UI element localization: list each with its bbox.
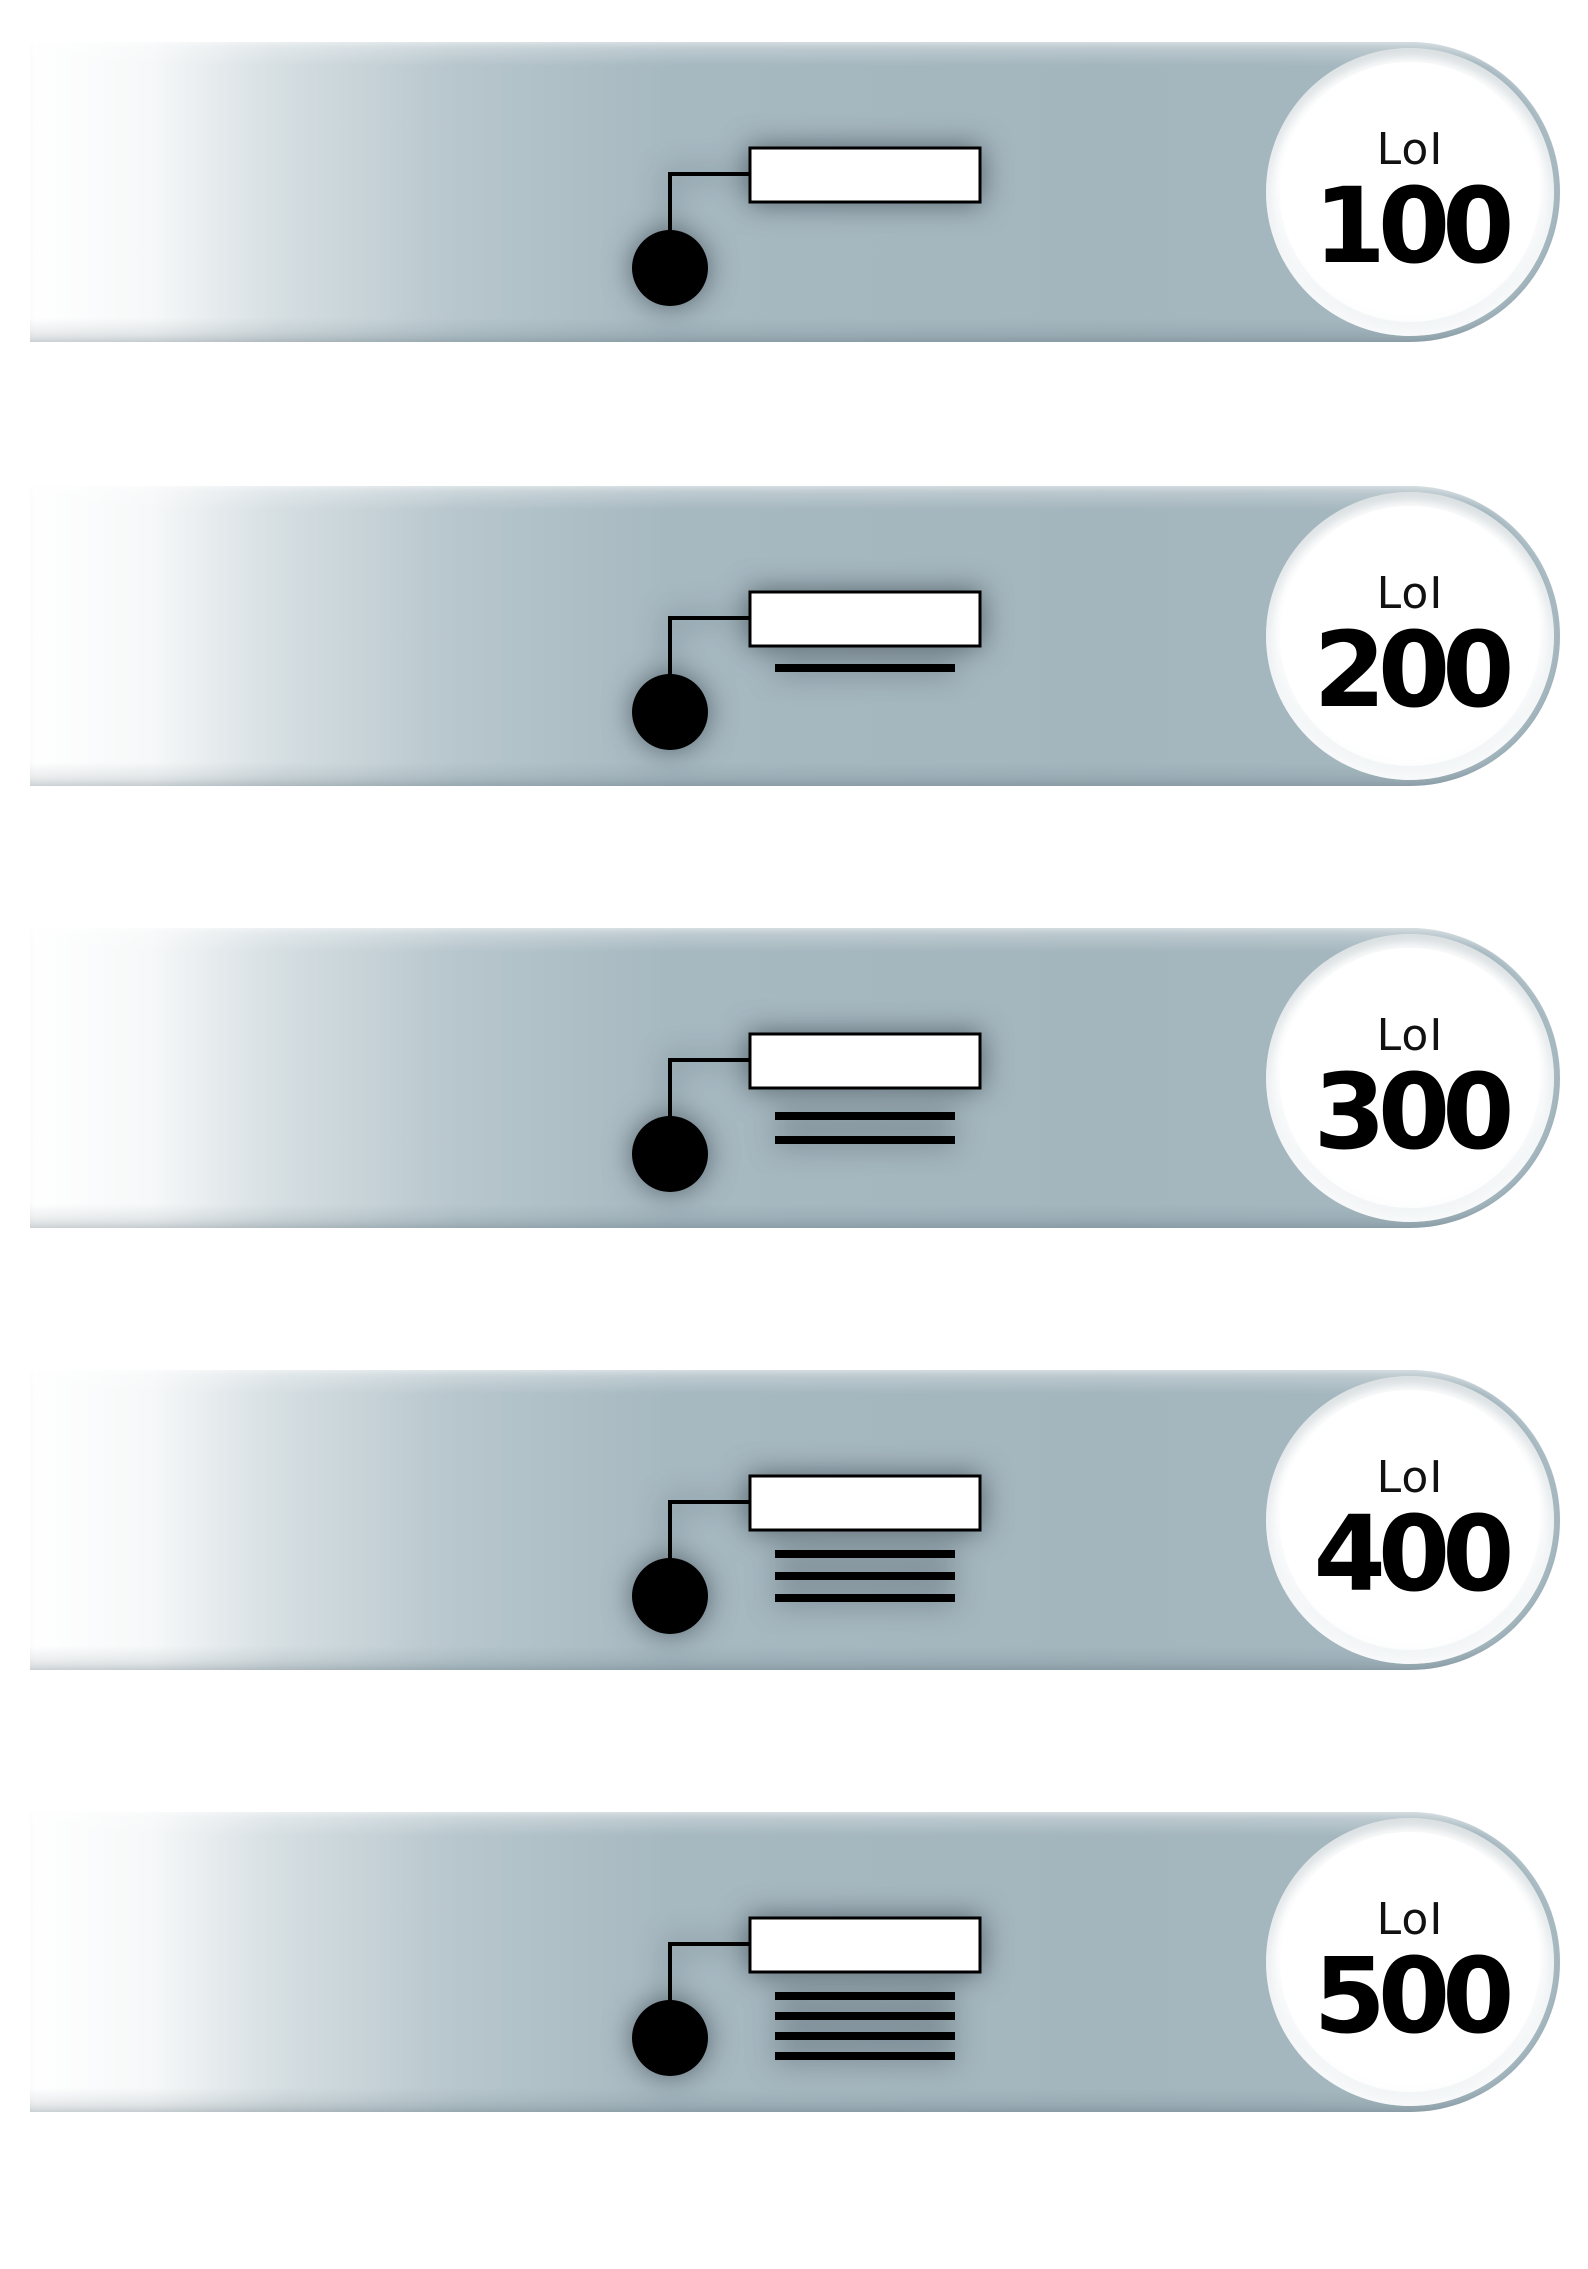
node-with-label-icon (590, 536, 1010, 756)
level-number: 100 (1313, 165, 1514, 287)
level-number: 400 (1313, 1493, 1514, 1615)
level-badge: LoI 100 (1266, 48, 1554, 336)
level-prefix: LoI (1376, 1894, 1444, 1945)
node-with-label-icon (590, 1862, 1010, 2082)
level-badge: LoI 400 (1266, 1376, 1554, 1664)
badge-face: LoI 200 (1280, 506, 1540, 766)
level-prefix: LoI (1376, 568, 1444, 619)
node-with-label-icon (590, 92, 1010, 312)
level-number: 500 (1313, 1935, 1514, 2057)
level-badge: LoI 500 (1266, 1818, 1554, 2106)
level-prefix: LoI (1376, 124, 1444, 175)
level-prefix: LoI (1376, 1010, 1444, 1061)
node-with-label-icon (590, 978, 1010, 1198)
badge-face: LoI 100 (1280, 62, 1540, 322)
level-band-100: LoI 100 (30, 42, 1560, 342)
level-badge: LoI 200 (1266, 492, 1554, 780)
badge-face: LoI 300 (1280, 948, 1540, 1208)
level-band-200: LoI 200 (30, 486, 1560, 786)
level-badge: LoI 300 (1266, 934, 1554, 1222)
level-band-300: LoI 300 (30, 928, 1560, 1228)
badge-face: LoI 500 (1280, 1832, 1540, 2092)
node-with-label-icon (590, 1420, 1010, 1640)
level-number: 300 (1313, 1051, 1514, 1173)
level-band-500: LoI 500 (30, 1812, 1560, 2112)
level-number: 200 (1313, 609, 1514, 731)
badge-face: LoI 400 (1280, 1390, 1540, 1650)
level-prefix: LoI (1376, 1452, 1444, 1503)
level-band-400: LoI 400 (30, 1370, 1560, 1670)
